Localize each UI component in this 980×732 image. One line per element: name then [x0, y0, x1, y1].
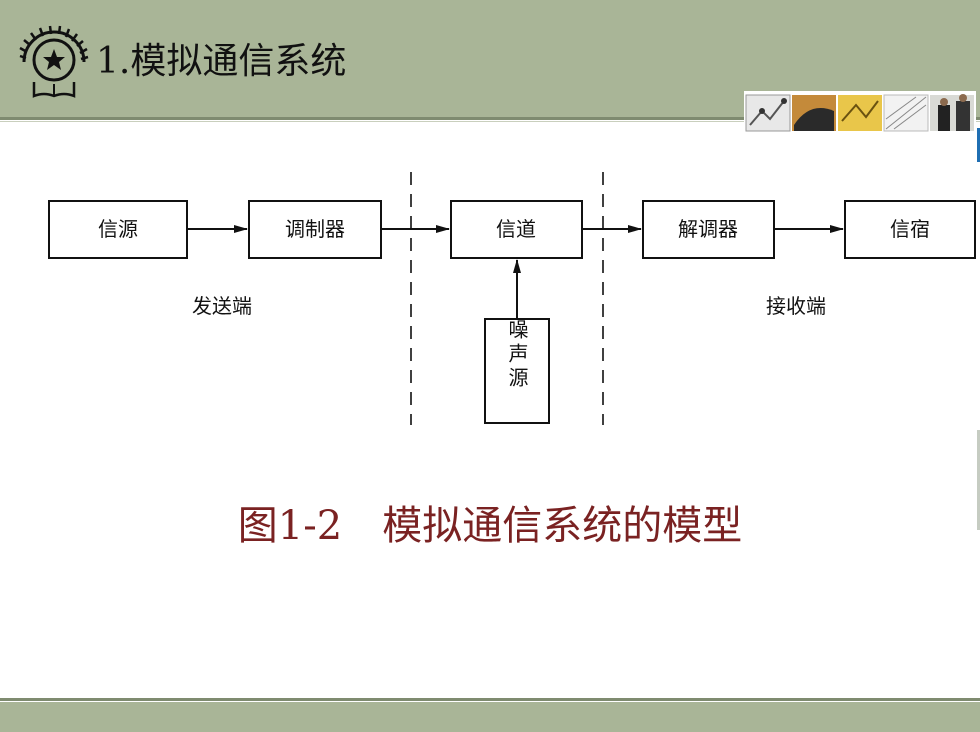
noise-label: 噪声源: [505, 319, 529, 391]
receiver-label: 接收端: [766, 294, 826, 318]
modulator-label: 调制器: [285, 217, 345, 241]
channel-label: 信道: [496, 217, 536, 241]
right-edge-bar: [977, 430, 980, 530]
demodulator-label: 解调器: [678, 217, 738, 241]
sink-block: [844, 200, 976, 259]
right-edge-accent: [977, 128, 980, 162]
header-divider: [0, 117, 980, 120]
page-title: 1.模拟通信系统: [96, 41, 347, 82]
communication-system-diagram: 信源 调制器 信道 解调器 信宿 发送端 接收端 噪声源: [48, 172, 976, 425]
transmitter-label: 发送端: [192, 294, 252, 318]
footer-divider: [0, 698, 980, 701]
source-label: 信源: [98, 217, 138, 241]
figure-caption: 图1-2 模拟通信系统的模型: [237, 503, 743, 549]
sink-label: 信宿: [890, 217, 930, 241]
star-book-logo-icon: [19, 25, 89, 98]
slide-footer: [0, 702, 980, 732]
header-divider-light: [0, 121, 980, 122]
photo-strip-icon: [744, 91, 976, 135]
